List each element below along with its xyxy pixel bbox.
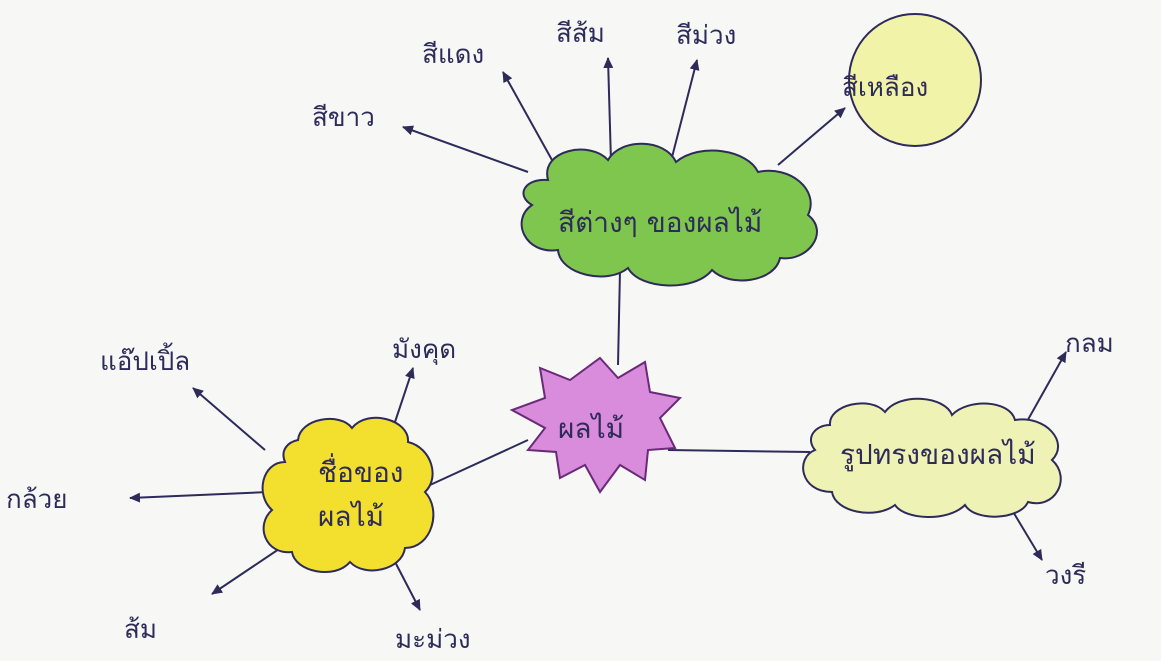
label-orange: สีส้ม [556, 19, 605, 49]
link-center-shapes [667, 449, 811, 453]
yellow-cloud-shape [261, 416, 435, 574]
yellow-circle-node: สีเหลือง [842, 13, 982, 147]
link-center-colors [617, 269, 621, 366]
label-mangosteen: มังคุด [392, 335, 456, 365]
green-cloud-shape [520, 142, 818, 287]
label-white: สีขาว [312, 103, 375, 133]
names-node: ชื่อของ ผลไม้ [261, 416, 435, 574]
arrow-to-white [402, 125, 529, 173]
label-mango: มะม่วง [395, 625, 471, 655]
center-star-shape [509, 356, 683, 494]
label-purple: สีม่วง [676, 21, 736, 51]
arrow-to-orange [603, 57, 614, 163]
arrow-to-mangosteen [392, 367, 415, 429]
shapes-node: รูปทรงของผลไม้ [802, 397, 1062, 518]
names-node-label-line2: ผลไม้ [318, 500, 384, 533]
arrow-to-orange-fruit [211, 544, 286, 595]
arrow-to-apple [192, 387, 266, 451]
arrow-to-yellow [777, 107, 846, 166]
link-center-names [429, 439, 529, 486]
yellow-circle-shape [848, 13, 982, 147]
label-apple: แอ๊ปเปิ้ล [100, 342, 190, 377]
arrow-to-purple [669, 59, 700, 166]
arrow-to-mango [392, 557, 421, 611]
center-label: ผลไม้ [558, 412, 624, 445]
shapes-node-label: รูปทรงของผลไม้ [840, 438, 1036, 472]
arrow-to-round [1024, 351, 1067, 426]
yellow-label: สีเหลือง [842, 73, 928, 103]
label-banana: กล้วย [6, 485, 68, 515]
center-node: ผลไม้ [509, 356, 683, 494]
arrow-to-red [502, 71, 553, 161]
arrow-to-banana [129, 491, 269, 503]
names-node-label-line1: ชื่อของ [318, 453, 403, 489]
label-orange-fruit: ส้ม [124, 615, 157, 645]
label-oval: วงรี [1045, 561, 1086, 591]
label-round: กลม [1065, 329, 1114, 359]
label-red: สีแดง [422, 40, 484, 70]
colors-node-label: สีต่างๆ ของผลไม้ [558, 206, 762, 239]
pale-cloud-shape [802, 397, 1062, 518]
colors-node: สีต่างๆ ของผลไม้ [520, 142, 818, 287]
